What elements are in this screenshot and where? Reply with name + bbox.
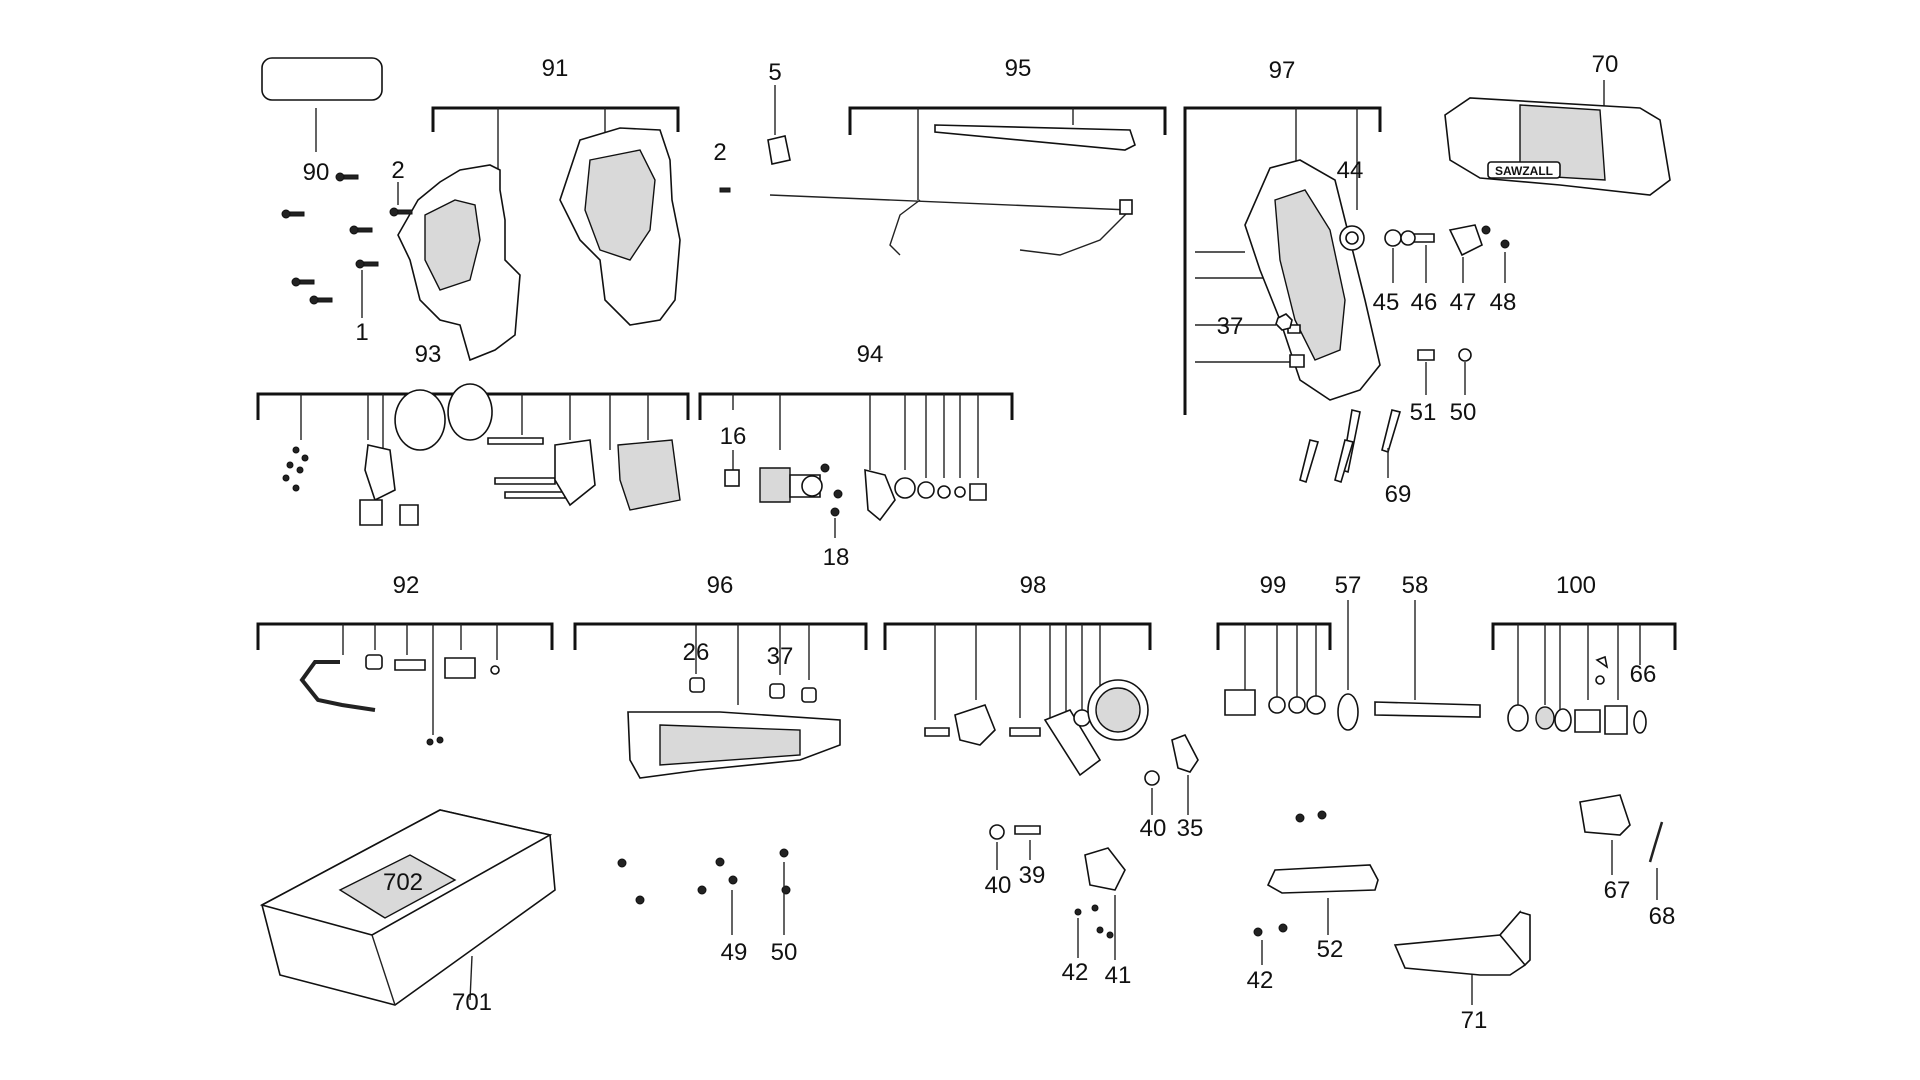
group-92-handle (256, 622, 554, 746)
label-99: 99 (1260, 572, 1287, 599)
label-100: 100 (1556, 572, 1596, 599)
label-96: 96 (707, 572, 734, 599)
label-37b: 37 (767, 643, 794, 670)
parts-41-42 (1074, 847, 1126, 960)
label-42: 42 (1062, 959, 1089, 986)
label-44: 44 (1337, 157, 1364, 184)
group-96-guide (573, 622, 868, 779)
screws-1-2 (281, 172, 413, 318)
label-16: 16 (720, 423, 747, 450)
label-97: 97 (1269, 57, 1296, 84)
label-40: 40 (1140, 815, 1167, 842)
group-100-blade-clamp (1491, 622, 1677, 735)
label-67: 67 (1604, 877, 1631, 904)
parts-57-58 (1337, 600, 1481, 731)
label-51: 51 (1410, 399, 1437, 426)
parts-45-48 (1384, 224, 1510, 283)
label-37: 37 (1217, 313, 1244, 340)
label-58: 58 (1402, 572, 1429, 599)
label-66: 66 (1630, 661, 1657, 688)
label-52: 52 (1317, 936, 1344, 963)
part-71-shoe (1393, 910, 1531, 1005)
label-26: 26 (683, 639, 710, 666)
case-701-702 (259, 809, 556, 1006)
label-57: 57 (1335, 572, 1362, 599)
group-98-gears (883, 622, 1199, 870)
label-91: 91 (542, 55, 569, 82)
label-39: 39 (1019, 862, 1046, 889)
label-47: 47 (1450, 289, 1477, 316)
sawzall-badge: SAWZALL (1495, 164, 1553, 178)
label-50: 50 (1450, 399, 1477, 426)
parts-52-42 (1253, 810, 1379, 965)
part-90-label-plate (261, 57, 383, 152)
label-48: 48 (1490, 289, 1517, 316)
label-45: 45 (1373, 289, 1400, 316)
label-35: 35 (1177, 815, 1204, 842)
label-40b: 40 (985, 872, 1012, 899)
label-93: 93 (415, 341, 442, 368)
group-95-wiring (769, 106, 1167, 256)
group-94-armature (698, 392, 1014, 538)
label-90: 90 (303, 159, 330, 186)
label-68: 68 (1649, 903, 1676, 930)
label-46: 46 (1411, 289, 1438, 316)
label-94: 94 (857, 341, 884, 368)
label-2b: 2 (713, 139, 726, 166)
part-70-tool-body: SAWZALL (1444, 80, 1671, 196)
label-2: 2 (391, 157, 404, 184)
label-42b: 42 (1247, 967, 1274, 994)
label-41: 41 (1105, 962, 1132, 989)
label-49: 49 (721, 939, 748, 966)
label-95: 95 (1005, 55, 1032, 82)
label-69: 69 (1385, 481, 1412, 508)
screws-69 (1299, 409, 1402, 484)
part-labels: 91 90 2 1 5 2 95 97 70 44 45 46 47 48 37… (303, 51, 1676, 1034)
group-97-gear-housing (1183, 106, 1382, 415)
screws-49-50 (617, 848, 791, 935)
label-98: 98 (1020, 572, 1047, 599)
parts-37-51-50 (1195, 313, 1472, 395)
label-1: 1 (355, 319, 368, 346)
group-99-bearing (1216, 622, 1332, 716)
label-71: 71 (1461, 1007, 1488, 1034)
label-70: 70 (1592, 51, 1619, 78)
group-91-housing (397, 106, 681, 362)
part-5-switch (719, 85, 791, 193)
label-5: 5 (768, 59, 781, 86)
label-701: 701 (452, 989, 492, 1016)
label-92: 92 (393, 572, 420, 599)
group-93-motor-field (256, 383, 690, 526)
label-18: 18 (823, 544, 850, 571)
parts-67-68 (1579, 794, 1664, 900)
label-50b: 50 (771, 939, 798, 966)
label-702: 702 (383, 869, 423, 896)
